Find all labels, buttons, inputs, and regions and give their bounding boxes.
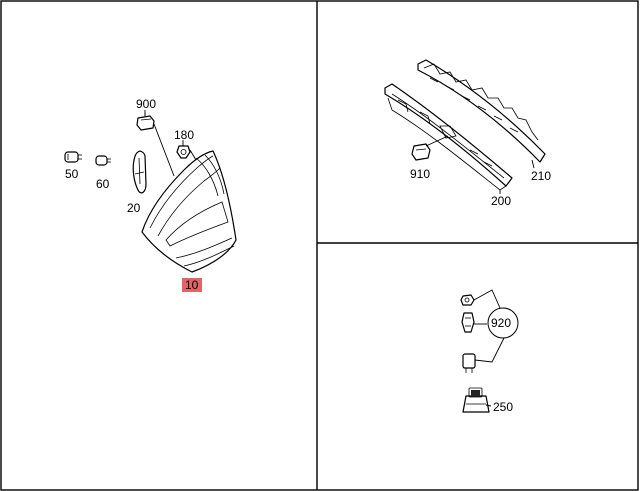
license-lamp-250[interactable] <box>462 387 490 413</box>
callout-10-highlight-box <box>182 278 202 292</box>
connector-910[interactable] <box>411 143 431 161</box>
license-lamp-panel: 920 250 <box>460 289 519 414</box>
tail-lamp-housing[interactable] <box>141 150 237 273</box>
callout-210[interactable]: 210 <box>531 169 551 183</box>
bulb-holder-920[interactable] <box>462 353 476 373</box>
callout-250[interactable]: 250 <box>493 400 513 414</box>
callout-10-highlighted[interactable]: 10 <box>182 278 202 292</box>
brake-light-leaders <box>425 135 535 194</box>
callout-900[interactable]: 900 <box>136 97 156 111</box>
leader-250 <box>485 404 492 407</box>
gasket[interactable] <box>132 150 147 194</box>
bulb-50[interactable] <box>64 151 82 163</box>
callout-920[interactable]: 920 <box>491 316 511 330</box>
clip-180[interactable] <box>176 145 191 159</box>
tail-lamp-panel: 900 180 50 60 20 10 <box>64 97 237 292</box>
reflector-strip-210[interactable] <box>417 59 546 163</box>
bulb-60[interactable] <box>95 155 111 166</box>
callout-20[interactable]: 20 <box>127 201 141 215</box>
brake-light-bar-200[interactable] <box>384 83 513 191</box>
callout-200[interactable]: 200 <box>491 194 511 208</box>
callout-60[interactable]: 60 <box>96 177 110 191</box>
group-920-bracket <box>473 289 505 363</box>
brake-light-panel: 910 200 210 <box>384 59 551 208</box>
callout-920-circle <box>487 307 519 339</box>
callout-910[interactable]: 910 <box>410 167 430 181</box>
callout-180[interactable]: 180 <box>174 128 194 142</box>
callout-10[interactable]: 10 <box>185 278 199 292</box>
tail-lamp-leaders <box>144 110 197 177</box>
nut-920[interactable] <box>460 294 475 306</box>
nut-900[interactable] <box>136 113 155 131</box>
socket-920[interactable] <box>461 312 475 333</box>
callout-50[interactable]: 50 <box>65 167 79 181</box>
